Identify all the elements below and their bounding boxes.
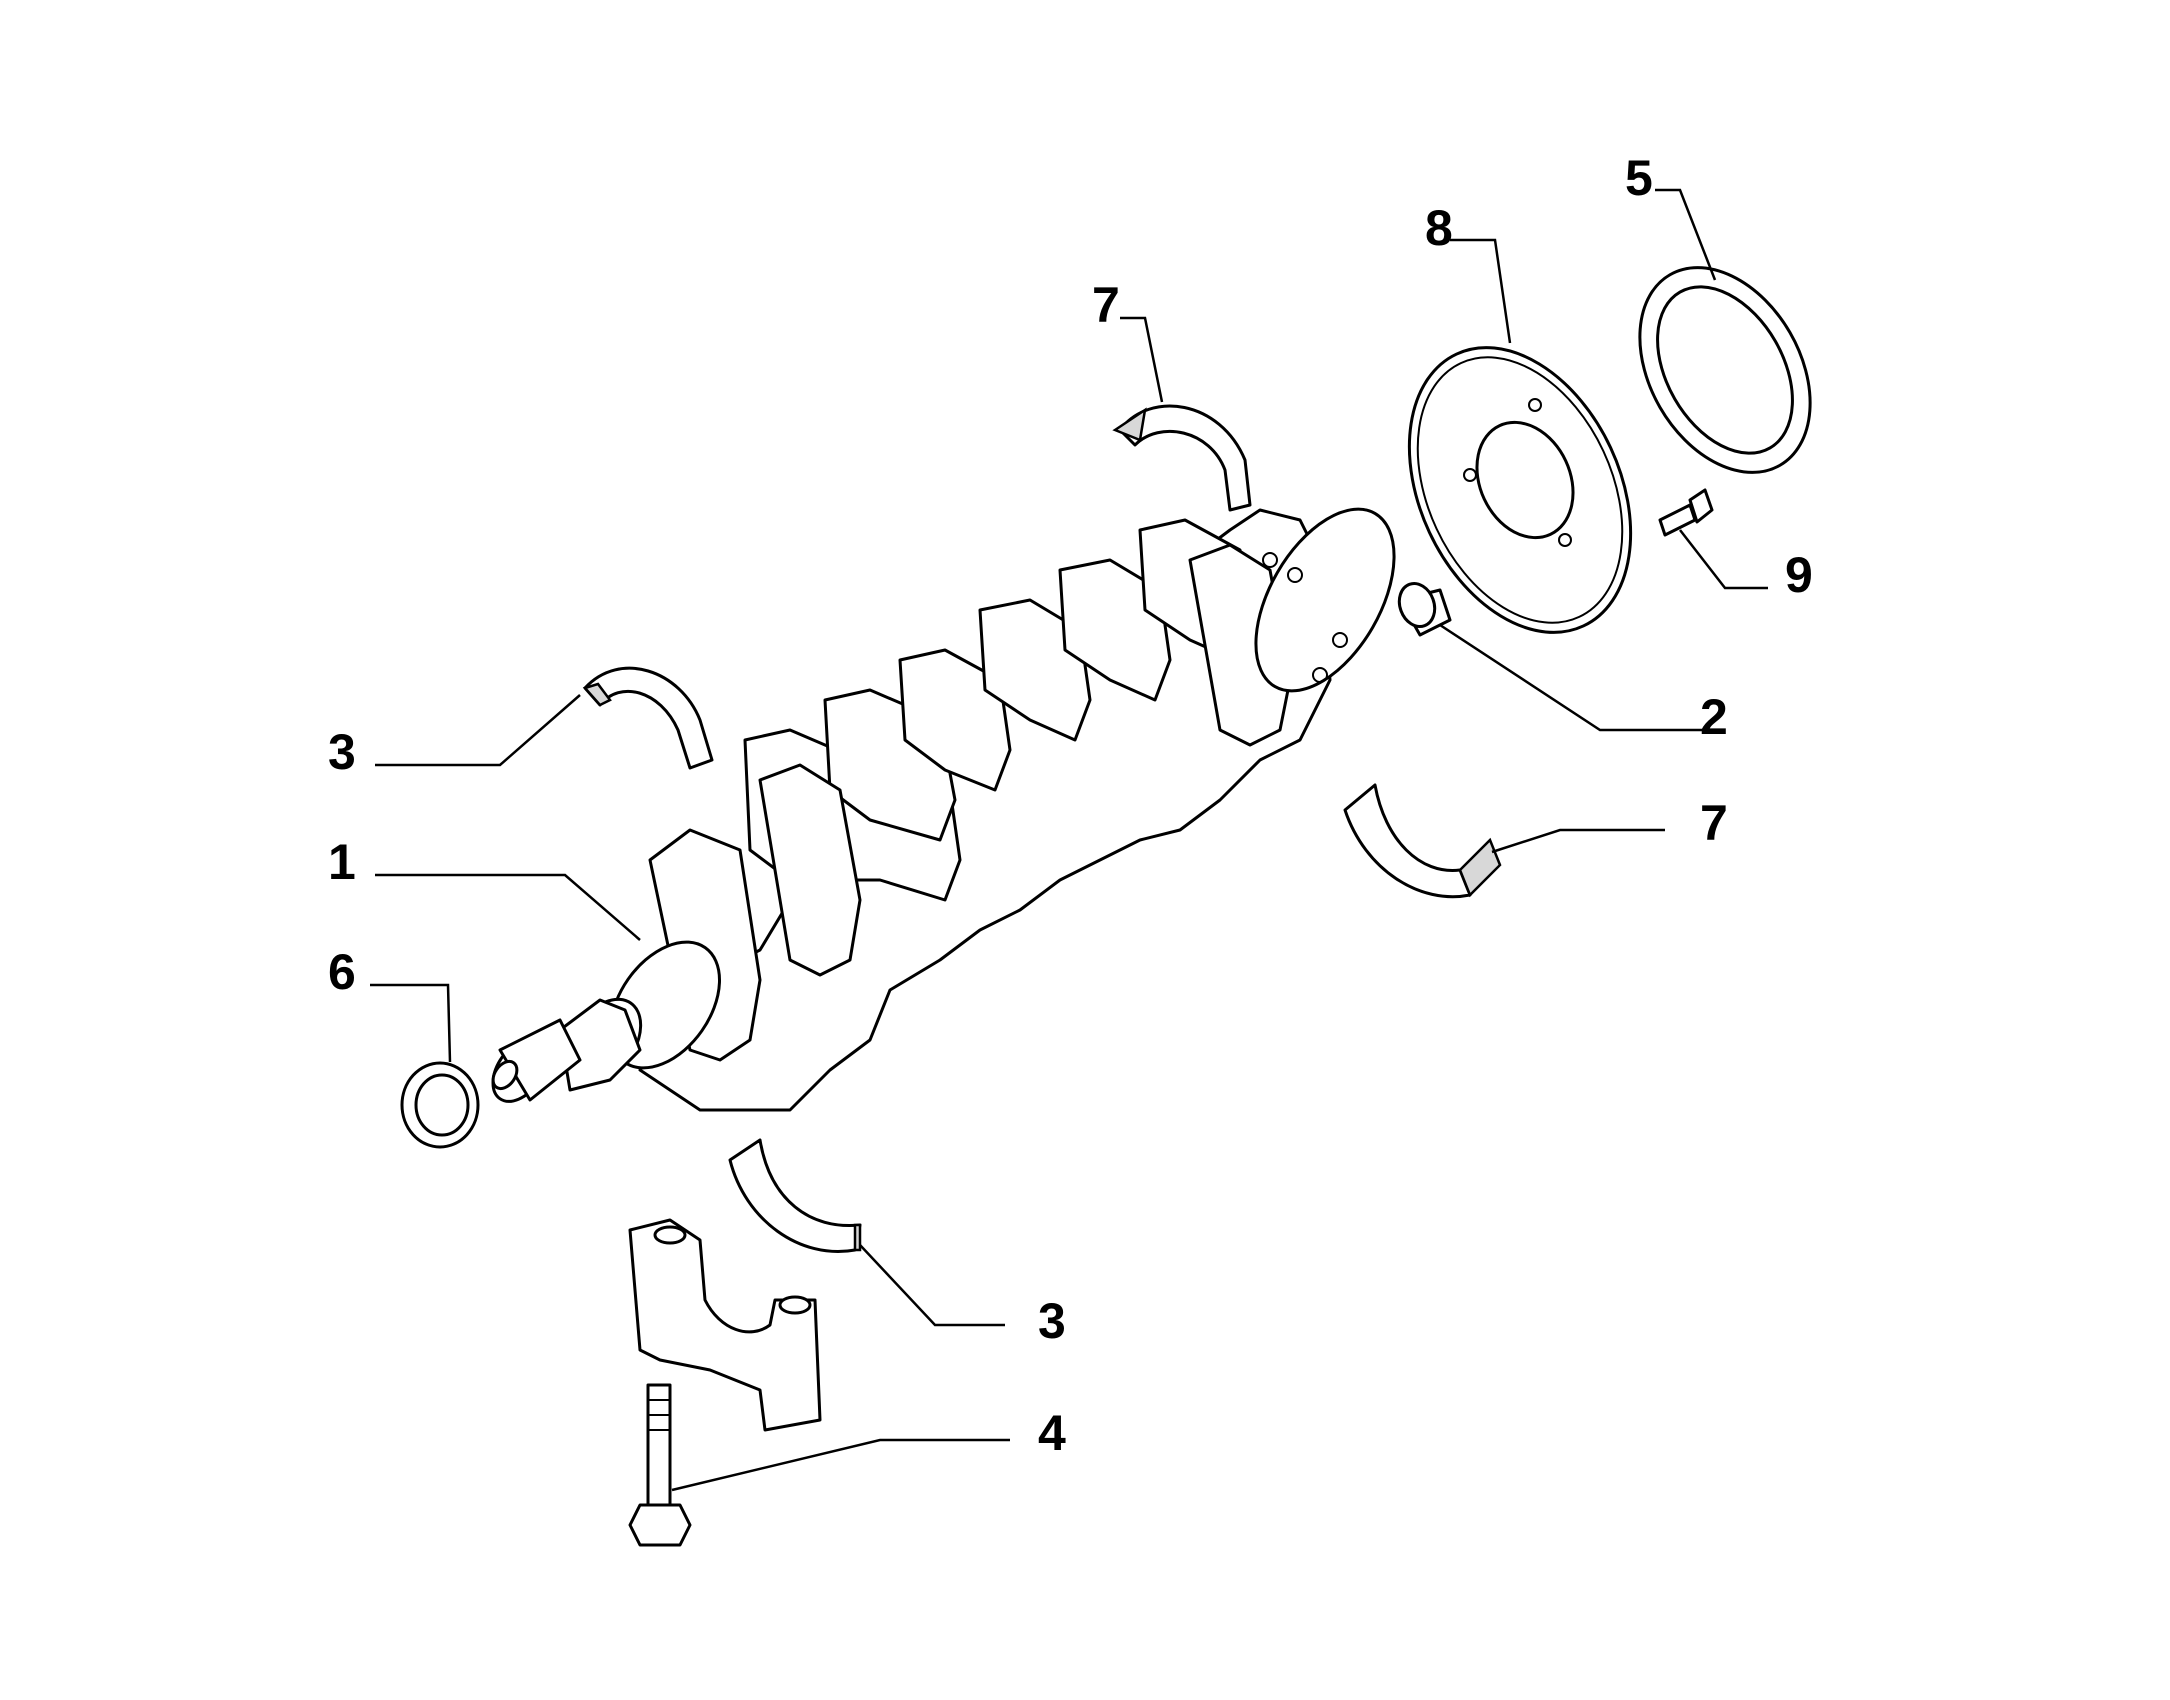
main-bearing-cap bbox=[628, 1218, 822, 1432]
bushing bbox=[1397, 582, 1452, 637]
flywheel-plate bbox=[1407, 346, 1633, 634]
callout-6: 6 bbox=[328, 944, 356, 1000]
plate-screw bbox=[1658, 488, 1714, 537]
rear-oil-seal bbox=[1638, 266, 1812, 474]
main-bearing-shell-upper bbox=[582, 666, 714, 770]
callout-5: 5 bbox=[1625, 150, 1653, 206]
main-bearing-shell-lower bbox=[728, 1138, 862, 1253]
thrust-bearing-shell-lower bbox=[1343, 783, 1502, 899]
leader-lines bbox=[370, 188, 1768, 1492]
main-bearing-cap-bolt bbox=[628, 1383, 692, 1547]
thrust-bearing-shell-upper bbox=[1112, 404, 1252, 512]
callout-3-lower: 3 bbox=[1038, 1293, 1066, 1349]
callout-4: 4 bbox=[1038, 1405, 1066, 1461]
callout-9: 9 bbox=[1785, 547, 1813, 603]
front-oil-seal bbox=[400, 1061, 480, 1149]
callout-1: 1 bbox=[328, 834, 356, 890]
callout-labels: 1 2 3 3 4 5 6 7 7 8 9 bbox=[328, 150, 1813, 1461]
crankshaft bbox=[491, 507, 1396, 1112]
callout-2: 2 bbox=[1700, 689, 1728, 745]
callout-7-lower: 7 bbox=[1700, 795, 1728, 851]
callout-7-upper: 7 bbox=[1092, 277, 1120, 333]
callout-3-upper: 3 bbox=[328, 724, 356, 780]
callout-8: 8 bbox=[1425, 200, 1453, 256]
